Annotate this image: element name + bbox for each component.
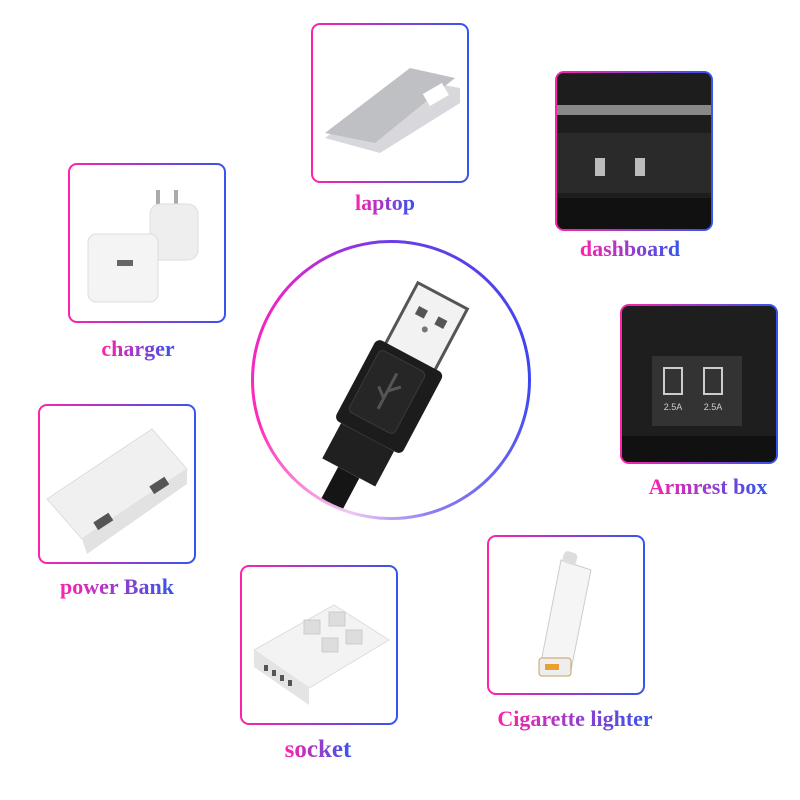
port-label: 2.5A <box>704 402 723 412</box>
dashboard-frame <box>555 71 713 231</box>
charger-frame <box>68 163 226 323</box>
cigarette-lighter-frame <box>487 535 645 695</box>
socket-frame <box>240 565 398 725</box>
wall-charger-icon <box>87 190 199 303</box>
armrest-frame: 2.5A 2.5A <box>620 304 778 464</box>
car-charger-icon <box>538 551 592 677</box>
label-charger: charger <box>101 336 175 361</box>
laptop-frame <box>311 23 469 183</box>
usb-a-plug-icon <box>309 280 470 517</box>
label-armrest-box: Armrest box <box>648 474 768 499</box>
power-bank-frame <box>38 404 196 564</box>
usb-plug-circle <box>251 240 531 520</box>
power-bank-icon <box>46 428 188 554</box>
laptop-icon <box>325 68 460 153</box>
label-laptop: laptop <box>355 190 415 215</box>
power-strip-icon <box>253 604 390 705</box>
label-cigarette-lighter: Cigarette lighter <box>497 706 653 731</box>
port-label: 2.5A <box>664 402 683 412</box>
dashboard-usb-ports-icon <box>557 73 711 229</box>
armrest-usb-ports-icon: 2.5A 2.5A <box>622 306 776 462</box>
label-socket: socket <box>284 736 352 763</box>
label-dashboard: dashboard <box>579 236 681 261</box>
label-power-bank: power Bank <box>60 574 174 599</box>
